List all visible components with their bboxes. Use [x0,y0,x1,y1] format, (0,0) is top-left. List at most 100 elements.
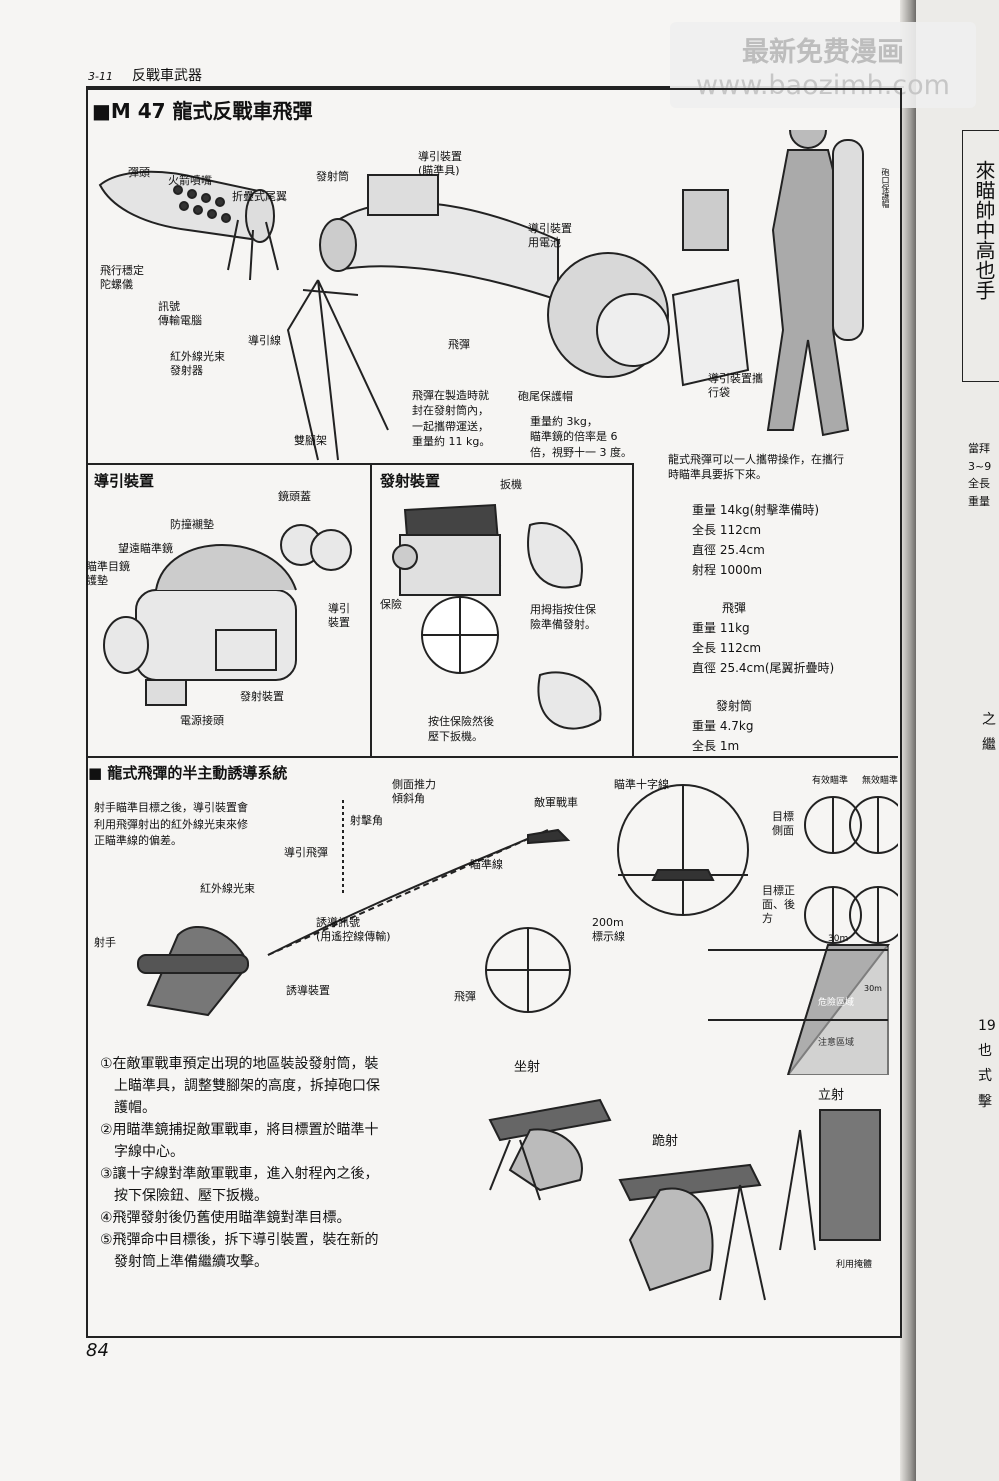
spec-line: 直徑 25.4cm [692,543,765,557]
rule-guidance-top [86,463,634,465]
label-rocket-nozzle: 火箭噴嘴 [168,174,212,187]
label-side-thrust: 側面推力 傾斜角 [392,778,436,805]
step-item: ③讓十字線對準敵軍戰車，進入射程內之後， 按下保險鈕、壓下扳機。 [100,1166,379,1204]
label-target-front: 目標正 面、後 方 [762,884,795,925]
label-standing: 立射 [818,1088,845,1103]
label-sitting: 坐射 [514,1060,541,1075]
right-lower-char: 式 [978,1068,992,1085]
chapter-title: 反戰車武器 [132,68,202,84]
right-page-notes: 當拜 3~9 全長 重量 [968,440,991,510]
label-guide: 導引 裝置 [328,602,350,629]
right-page-box [962,130,999,382]
watermark: 最新免费漫画 www.baozimh.com [670,22,976,108]
right-page-vertical-text: 來瞄帥中高也手 [972,160,996,300]
label-warhead: 彈頭 [128,166,150,179]
right-mid-char: 之 [982,712,996,728]
right-note-line: 當拜 [968,442,990,455]
right-note-line: 重量 [968,494,990,508]
label-fire-unit: 發射裝置 [240,690,284,703]
spec-line: 重量 4.7kg [692,719,754,733]
label-shock-pad: 防撞襯墊 [170,518,214,531]
note-soldier: 龍式飛彈可以一人攜帶操作，在攜行 時瞄準具要拆下來。 [668,453,844,482]
label-guide-unit: 誘導裝置 [286,984,330,997]
step-item: ⑤飛彈命中目標後，拆下導引裝置，裝在新的 發射筒上準備繼續攻擊。 [100,1232,379,1270]
spec-line: 全長 112cm [692,523,762,537]
spec-line: 重量 14kg(射擊準備時) [692,503,820,517]
label-carry-bag: 導引裝置攜 行袋 [708,372,763,399]
label-prop: 利用掩體 [836,1260,873,1270]
label-ir-beam: 紅外線光束 [200,882,255,895]
specs-launcher: 重量 4.7kg 全長 1m [692,716,753,756]
firing-unit-illustration [392,503,602,730]
rule-saclos-top [86,756,898,758]
spec-line: 射程 1000m [692,563,763,577]
rule-guidance-divider [370,463,372,757]
saclos-diagram [137,784,898,1075]
specs-missile: 重量 11kg 全長 112cm 直徑 25.4cm(尾翼折疊時) [692,618,834,678]
note-thumb: 用拇指按住保 險準備發射。 [530,603,596,632]
label-reticle: 瞄準十字線 [614,778,669,791]
label-elevation: 射擊角 [350,814,383,827]
label-launcher: 發射筒 [316,170,349,183]
note-sealed: 飛彈在製造時就 封在發射筒內， 一起攜帶運送， 重量約 11 kg。 [412,389,491,449]
spec-line: 直徑 25.4cm(尾翼折疊時) [692,661,835,675]
specs-whole: 重量 14kg(射擊準備時) 全長 112cm 直徑 25.4cm 射程 100… [692,500,819,580]
label-safety: 保險 [380,598,402,611]
right-lower-char: 也 [978,1043,992,1060]
label-marker-200m: 200m 標示線 [592,916,625,943]
label-folding-fin: 折疊式尾翼 [232,190,287,203]
watermark-line1: 最新免费漫画 [742,37,904,68]
label-power: 電源接頭 [180,714,224,727]
label-guidance-battery: 導引裝置 用電池 [528,222,572,249]
spec-line: 全長 1m [692,739,740,753]
page-frame [86,88,902,1338]
guidance-heading: 導引裝置 [94,472,155,490]
saclos-intro: 射手瞄準目標之後，導引裝置會 利用飛彈射出的紅外線光束來修 正瞄準線的偏差。 [94,801,248,847]
label-rear-cap: 砲尾保護帽 [518,390,573,403]
rule-firing-divider [632,463,634,757]
right-page-mid: 之 繼 [982,708,996,758]
watermark-line2: www.baozimh.com [696,70,950,101]
page-title: ■M 47 龍式反戰車飛彈 [92,99,313,123]
label-gyro: 飛行穩定 陀螺儀 [100,264,144,291]
book-page-right [916,0,999,1481]
right-mid-char: 繼 [982,737,996,754]
label-ir-emitter: 紅外線光束 發射器 [170,350,225,377]
spec-launcher-title: 發射筒 [716,699,753,713]
spec-line: 全長 112cm [692,641,762,655]
label-bipod: 雙腳架 [294,434,327,447]
right-lower-char: 擊 [978,1093,992,1110]
spec-missile-title: 飛彈 [722,601,747,615]
label-kneeling: 跪射 [652,1134,679,1149]
spec-line: 重量 11kg [692,621,750,635]
label-eff-aim: 有效瞄準 [812,776,849,786]
label-sight-line: 瞄準線 [470,858,503,871]
right-note-line: 全長 [968,477,990,491]
label-missile: 飛彈 [448,338,470,351]
label-telescope: 望遠瞄準鏡 [118,542,173,555]
step-item: ②用瞄準鏡捕捉敵軍戰車，將目標置於瞄準十 字線中心。 [100,1122,379,1160]
book-spine [900,0,918,1481]
label-gunner: 射手 [94,936,116,949]
label-dim-30m-v: 30m [864,984,882,993]
label-guide-signal: 誘導訊號 (用遙控線傳輸) [316,916,391,943]
note-press: 按住保險然後 壓下扳機。 [428,715,494,744]
step-item: ④飛彈發射後仍舊使用瞄準鏡對準目標。 [100,1210,351,1226]
label-guide-wire: 導引線 [248,334,281,347]
firing-positions-illustration [488,1098,881,1301]
label-eyepiece: 瞄準目鏡 護墊 [86,560,130,587]
label-caution: 注意區域 [818,1038,855,1048]
right-page-lower: 19 也 式 擊 [978,1014,996,1115]
steps-list: ①在敵軍戰車預定出現的地區裝設發射筒，裝 上瞄準具，調整雙腳架的高度，拆掉砲口保… [100,1053,440,1273]
label-misaim: 無效瞄準 [862,776,899,786]
step-item: ①在敵軍戰車預定出現的地區裝設發射筒，裝 上瞄準具，調整雙腳架的高度，拆掉砲口保… [100,1056,380,1116]
label-target-side: 目標 側面 [772,810,794,837]
label-muzzle-cap: 砲口保護帽 [881,168,890,208]
label-dim-30m: 30m [828,934,849,944]
label-lens-cap: 鏡頭蓋 [278,490,311,503]
header-rule [86,86,904,88]
right-lower-char: 19 [978,1018,996,1034]
label-enemy-tank: 敵軍戰車 [534,796,578,809]
right-note-line: 3~9 [968,459,992,473]
label-danger: 危險區域 [818,998,855,1008]
